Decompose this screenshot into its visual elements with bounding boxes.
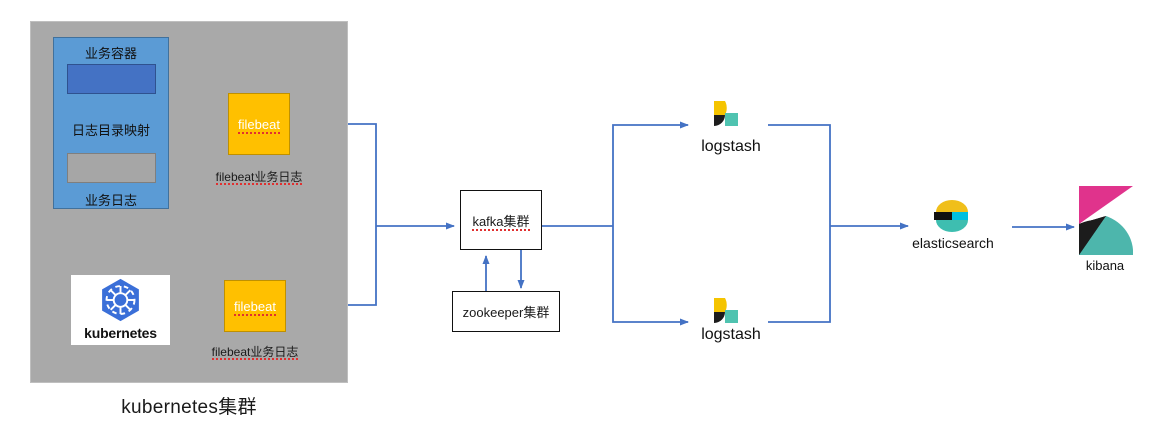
filebeat-box-bottom[interactable]: filebeat: [224, 280, 286, 332]
log-dir-mapping-label: 日志目录映射: [71, 123, 150, 138]
filebeat-label: filebeat: [238, 116, 280, 134]
kubernetes-wordmark: kubernetes: [84, 325, 157, 341]
filebeat-label: filebeat: [234, 298, 276, 316]
zookeeper-cluster-box[interactable]: zookeeper集群: [452, 291, 560, 332]
elasticsearch-icon: [934, 200, 968, 232]
business-log-box: [67, 153, 156, 183]
filebeat-top-caption: filebeat业务日志: [215, 170, 303, 184]
logstash-icon: [714, 298, 738, 323]
logstash-icon: [714, 101, 738, 126]
kubernetes-cluster-label: kubernetes集群: [121, 397, 257, 418]
logstash-logo-bottom: [710, 296, 750, 335]
kibana-label: kibana: [1085, 258, 1125, 273]
business-app-box: [67, 64, 156, 94]
filebeat-bottom-caption: filebeat业务日志: [211, 345, 299, 359]
kibana-logo: [1079, 186, 1134, 260]
logstash-top-label: logstash: [701, 138, 761, 155]
logstash-bottom-label: logstash: [701, 326, 761, 343]
business-container-title: 业务容器: [84, 46, 137, 61]
elasticsearch-label: elasticsearch: [912, 235, 994, 251]
zookeeper-label: zookeeper集群: [462, 305, 550, 320]
kubernetes-logo: kubernetes: [71, 275, 170, 345]
business-log-label: 业务日志: [84, 193, 137, 208]
elasticsearch-logo: [932, 198, 972, 239]
kubernetes-wheel-icon: [102, 278, 139, 322]
kafka-cluster-box[interactable]: kafka集群: [460, 190, 542, 250]
logstash-logo-top: [710, 99, 750, 138]
kibana-icon: [1079, 186, 1134, 255]
filebeat-box-top[interactable]: filebeat: [228, 93, 290, 155]
kafka-label: kafka集群: [472, 211, 530, 231]
